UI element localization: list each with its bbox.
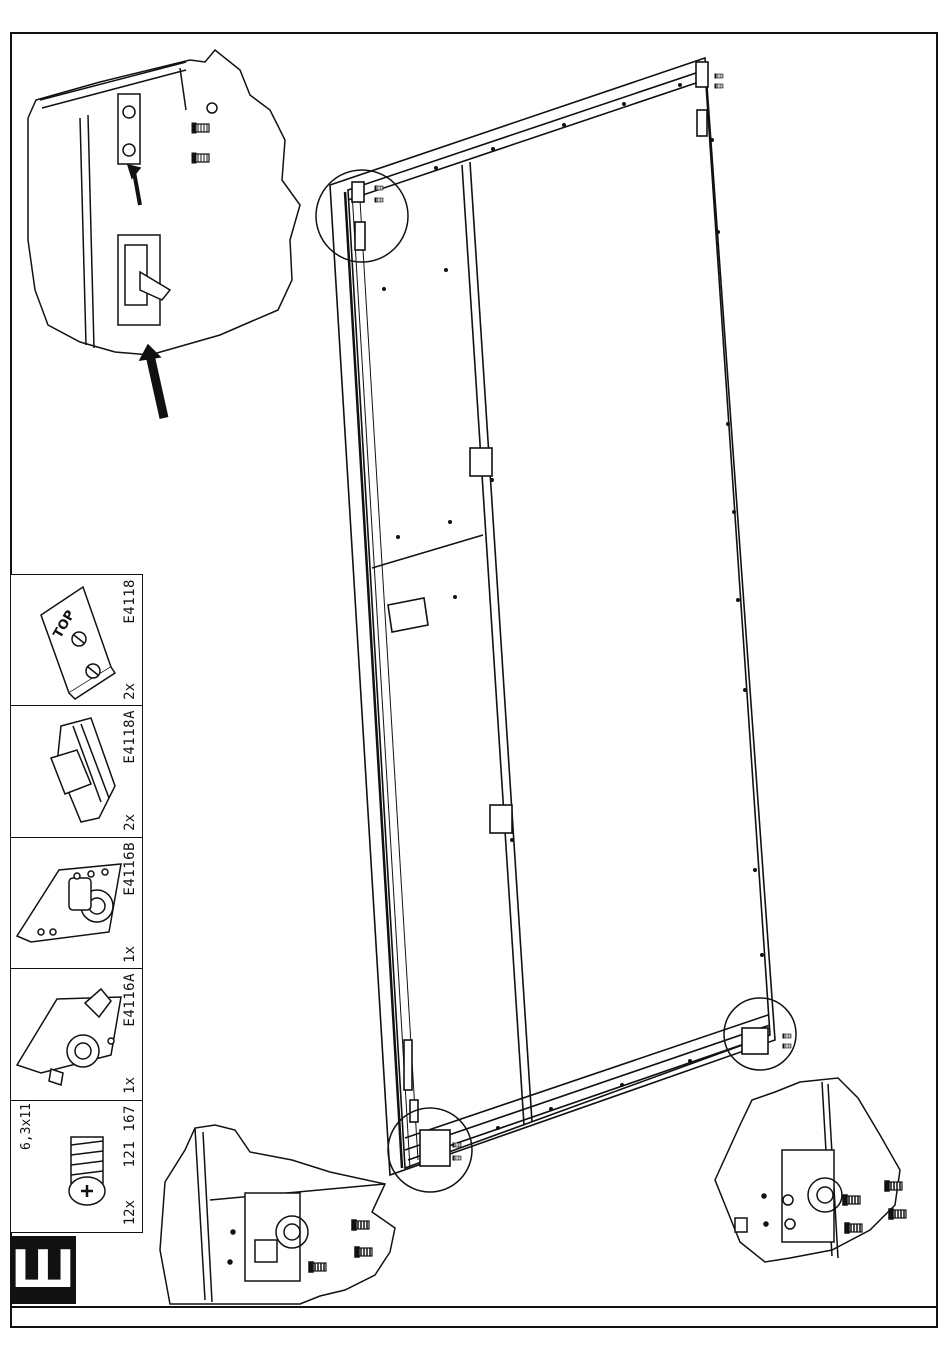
part-code: 121 167	[122, 1105, 138, 1168]
part-e4118: TOP E4118 2x	[10, 574, 143, 707]
part-dims: 6,3x11	[19, 1103, 34, 1150]
part-qty: 2x	[122, 683, 138, 700]
detail-zoom-bottom-left	[160, 1125, 395, 1304]
door-panel	[330, 58, 775, 1175]
part-qty: 1x	[122, 1077, 138, 1094]
detail-zoom-top	[28, 50, 300, 418]
part-qty: 2x	[122, 814, 138, 831]
part-qty: 1x	[122, 946, 138, 963]
parts-list: TOP E4118 2x E4118A 2x E4116B	[10, 575, 143, 1233]
detail-zoom-bottom-right	[715, 1078, 906, 1262]
part-qty: 12x	[122, 1200, 138, 1225]
part-e4118a: E4118A 2x	[10, 705, 143, 838]
part-e4116b: E4116B 1x	[10, 837, 143, 970]
part-code: E4118	[122, 579, 138, 624]
part-screw: 6,3x11 121 167 12x	[10, 1100, 143, 1233]
part-code: E4116B	[122, 842, 138, 896]
part-code: E4116A	[122, 973, 138, 1027]
part-e4116a: E4116A 1x	[10, 968, 143, 1101]
part-code: E4118A	[122, 710, 138, 764]
step-badge: Ш	[10, 1236, 76, 1304]
